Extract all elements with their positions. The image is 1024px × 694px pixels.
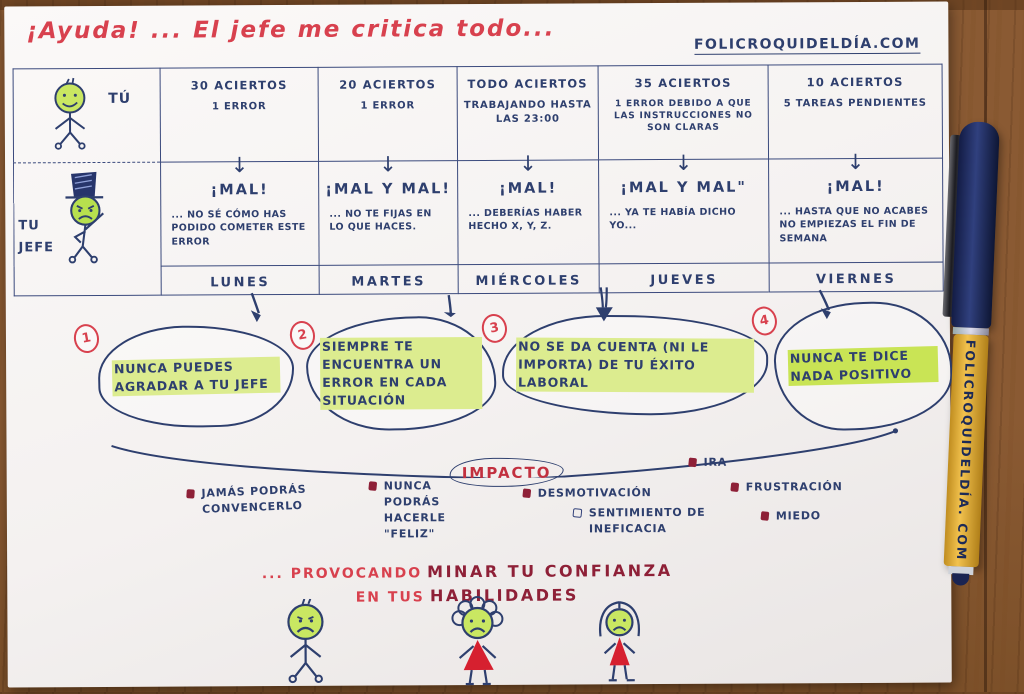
score: TRABAJANDO HASTA LAS 23:00 xyxy=(463,99,592,125)
page-title: ¡Ayuda! ... El jefe me critica todo... xyxy=(26,15,556,45)
conclusion-number-2: 2 xyxy=(287,318,318,352)
conclusion-cloud-2: SIEMPRE TE ENCUENTRA UN ERROR EN CADA SI… xyxy=(305,315,497,431)
boss-reaction: ¡MAL! xyxy=(826,178,885,196)
conclusion-text: NUNCA TE DICE NADA POSITIVO xyxy=(787,345,939,387)
boss-label: JEFE xyxy=(18,240,55,256)
impact-item: JAMÁS PODRÁS CONVENCERLO xyxy=(186,480,357,519)
impact-item: FRUSTRACIÓN xyxy=(730,479,843,496)
boss-comment: ... DEBERÍAS HABER HECHO X, Y, Z. xyxy=(468,207,583,233)
pen-brand-label: FOLICROQUIDELDÍA. COM xyxy=(953,339,979,562)
paper-sheet: ¡Ayuda! ... El jefe me critica todo... F… xyxy=(4,1,954,688)
pen-cap xyxy=(951,121,1000,329)
square-outline-bullet-icon xyxy=(572,508,583,518)
site-url: FOLICROQUIDELDÍA.COM xyxy=(693,35,921,55)
empty-day-cell xyxy=(13,265,161,297)
square-bullet-icon xyxy=(760,511,770,521)
score: 1 ERROR xyxy=(360,100,416,112)
day-monday: LUNES xyxy=(160,264,319,296)
conclusion-cloud-3: NO SE DA CUENTA (NI LE IMPORTA) DE TU ÉX… xyxy=(501,314,769,416)
day-wednesday: MIÉRCOLES xyxy=(457,263,599,295)
impact-item: MIEDO xyxy=(760,508,821,524)
square-bullet-icon xyxy=(730,482,740,493)
impact-item: NUNCA PODRÁS HACERLE "FELIZ" xyxy=(368,478,479,542)
conclusion-text: NUNCA PUEDES AGRADAR A TU JEFE xyxy=(111,356,281,397)
day-label: LUNES xyxy=(210,274,271,290)
week-table: TÚ 30 ACIERTOS 1 ERROR ↓ 20 ACIERTOS 1 E… xyxy=(12,63,944,297)
day-label: MARTES xyxy=(351,273,426,290)
day-label: JUEVES xyxy=(650,272,718,288)
you-monday-cell: 30 ACIERTOS 1 ERROR ↓ xyxy=(159,66,319,177)
conclusion-cloud-4: NUNCA TE DICE NADA POSITIVO xyxy=(772,299,954,433)
conclusion-text: SIEMPRE TE ENCUENTRA UN ERROR EN CADA SI… xyxy=(319,336,483,411)
boss-label: TU xyxy=(18,218,40,234)
actor-you-cell: TÚ xyxy=(12,67,161,163)
square-bullet-icon xyxy=(186,489,195,499)
boss-reaction: ¡MAL Y MAL" xyxy=(620,179,747,197)
down-arrow-icon: ↓ xyxy=(379,152,397,177)
score: 20 ACIERTOS xyxy=(339,77,437,92)
footer-lead: ... PROVOCANDO xyxy=(261,565,423,583)
square-bullet-icon xyxy=(522,488,532,499)
impact-item: IRA xyxy=(688,455,728,471)
conclusion-number-4: 4 xyxy=(749,304,780,338)
footer-emphasis: MINAR TU CONFIANZA xyxy=(427,560,673,582)
arrow-down-icon xyxy=(818,289,831,320)
boss-comment: ... YA TE HABÍA DICHO YO... xyxy=(609,206,736,232)
boss-reaction: ¡MAL! xyxy=(210,182,269,199)
you-tuesday-cell: 20 ACIERTOS 1 ERROR ↓ xyxy=(317,66,458,177)
score: 30 ACIERTOS xyxy=(190,77,288,93)
boss-reaction: ¡MAL Y MAL! xyxy=(325,181,452,198)
impact-item: SENTIMIENTO DE INEFICACIA xyxy=(572,505,743,538)
actor-boss-cell: TU JEFE xyxy=(13,161,161,267)
pen-barrel: FOLICROQUIDELDÍA. COM xyxy=(943,334,989,568)
arrow-down-icon xyxy=(443,294,456,318)
square-bullet-icon xyxy=(688,457,698,468)
you-friday-cell: 10 ACIERTOS 5 TAREAS PENDIENTES ↓ xyxy=(767,63,944,174)
impact-item: DESMOTIVACIÓN xyxy=(522,485,652,502)
pen-tip xyxy=(951,573,970,586)
score: 1 ERROR xyxy=(211,101,267,113)
conclusion-number-3: 3 xyxy=(479,311,510,345)
you-thursday-cell: 35 ACIERTOS 1 ERROR DEBIDO A QUE LAS INS… xyxy=(597,64,769,175)
boss-reaction: ¡MAL! xyxy=(499,180,558,197)
you-wednesday-cell: TODO ACIERTOS TRABAJANDO HASTA LAS 23:00… xyxy=(456,65,599,176)
score: 5 TAREAS PENDIENTES xyxy=(783,97,927,110)
day-tuesday: MARTES xyxy=(318,264,458,295)
angry-boss-figure-icon xyxy=(65,171,105,264)
sad-man-figure-icon xyxy=(287,598,324,684)
arrow-down-icon xyxy=(250,292,261,323)
down-arrow-icon: ↓ xyxy=(674,150,693,175)
day-label: VIERNES xyxy=(815,271,897,287)
score: TODO ACIERTOS xyxy=(467,76,588,92)
score: 10 ACIERTOS xyxy=(806,74,904,90)
sad-girl-figure-icon xyxy=(598,601,641,682)
day-friday: VIERNES xyxy=(768,261,944,293)
day-label: MIÉRCOLES xyxy=(475,272,582,289)
square-bullet-icon xyxy=(368,481,378,491)
day-thursday: JUEVES xyxy=(598,262,769,294)
arrow-down-icon xyxy=(595,287,613,322)
conclusion-cloud-1: NUNCA PUEDES AGRADAR A TU JEFE xyxy=(97,323,296,430)
brace-curve xyxy=(111,428,899,480)
you-label: TÚ xyxy=(108,90,132,107)
down-arrow-icon: ↓ xyxy=(230,153,249,178)
score: 1 ERROR DEBIDO A QUE LAS INSTRUCCIONES N… xyxy=(613,98,753,134)
happy-stick-figure-icon xyxy=(53,77,86,150)
conclusion-number-1: 1 xyxy=(71,322,102,356)
boss-comment: ... NO TE FIJAS EN LO QUE HACES. xyxy=(329,208,432,234)
footer-mid: EN TUS xyxy=(355,589,425,606)
down-arrow-icon: ↓ xyxy=(846,149,865,175)
sad-woman-figure-icon xyxy=(451,596,504,686)
pen: FOLICROQUIDELDÍA. COM xyxy=(938,121,1004,586)
down-arrow-icon: ↓ xyxy=(519,151,537,176)
conclusion-text: NO SE DA CUENTA (NI LE IMPORTA) DE TU ÉX… xyxy=(515,337,755,393)
score: 35 ACIERTOS xyxy=(634,75,732,91)
boss-comment: ... NO SÉ CÓMO HAS PODIDO COMETER ESTE E… xyxy=(171,209,306,248)
boss-comment: ... HASTA QUE NO ACABES NO EMPIEZAS EL F… xyxy=(779,205,929,245)
